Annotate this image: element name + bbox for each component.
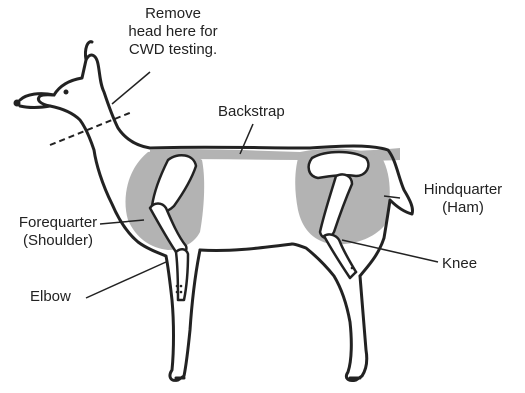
head-note-line: head here for	[118, 23, 228, 41]
head-note-line: CWD testing.	[118, 41, 228, 59]
elbow-label: Elbow	[30, 288, 71, 306]
joint-dot	[351, 267, 354, 270]
backstrap-leader	[240, 124, 253, 154]
joint-dot	[180, 285, 183, 288]
knee-label: Knee	[442, 255, 477, 273]
forequarter-label-line: (Shoulder)	[4, 232, 112, 250]
joint-dot	[355, 271, 358, 274]
forequarter-label-line: Forequarter	[4, 214, 112, 232]
joint-dot	[180, 291, 183, 294]
knee-leader	[342, 240, 438, 262]
head-note-line: Remove	[118, 5, 228, 23]
belly-outline	[200, 244, 292, 251]
backstrap-label: Backstrap	[218, 103, 285, 121]
eye	[64, 90, 69, 95]
head-removal-note: Remove head here for CWD testing.	[118, 5, 228, 59]
joint-dot	[176, 285, 179, 288]
elbow-leader	[86, 262, 166, 298]
joint-dot	[176, 291, 179, 294]
forequarter-label: Forequarter (Shoulder)	[4, 214, 112, 250]
head-note-leader	[112, 72, 150, 104]
hindquarter-label-line: (Ham)	[404, 199, 522, 217]
hindquarter-label-line: Hindquarter	[404, 181, 522, 199]
hindquarter-label: Hindquarter (Ham)	[404, 181, 522, 217]
jaw-outline	[20, 106, 50, 108]
hind-leg-outline	[292, 244, 367, 381]
